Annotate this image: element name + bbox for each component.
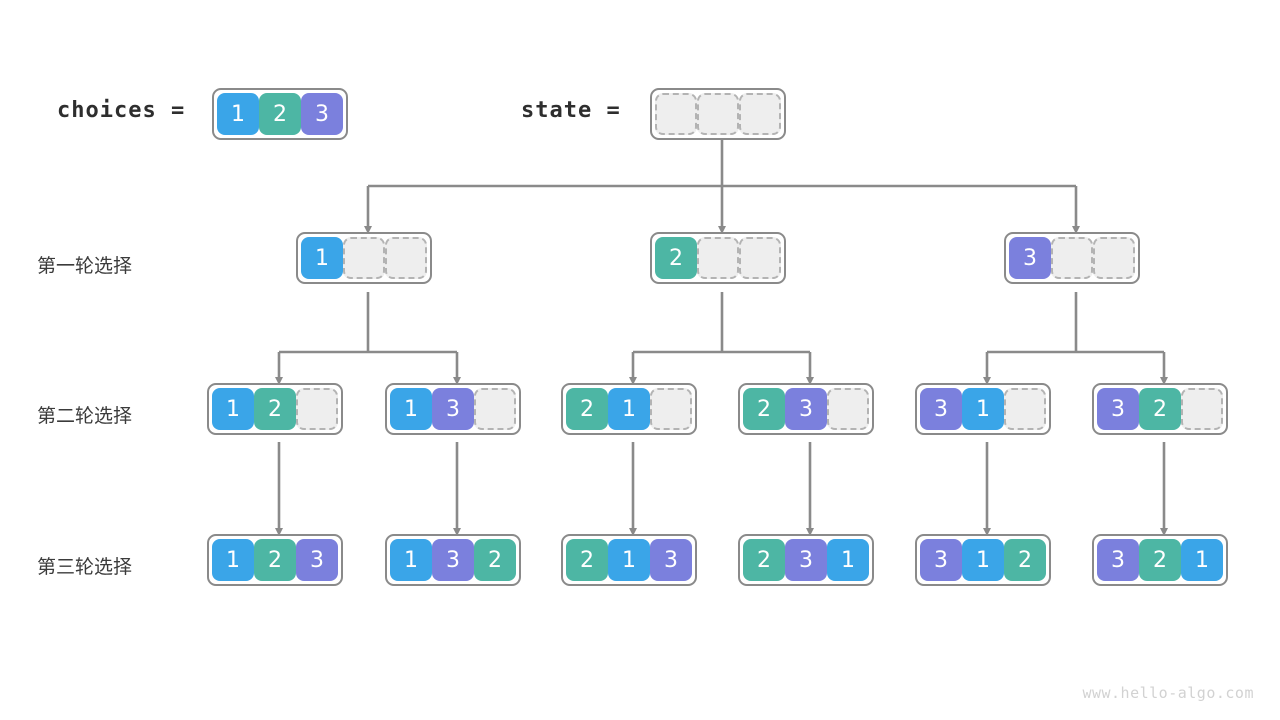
level2-node-1-cell-1: 3 — [432, 388, 474, 430]
level2-node-4: 3 1 — [915, 383, 1051, 435]
level3-node-5-cell-0: 3 — [1097, 539, 1139, 581]
choices-cell-1: 2 — [259, 93, 301, 135]
level1-node-1-cell-0: 2 — [655, 237, 697, 279]
state-label: state = — [521, 98, 621, 123]
level2-node-5: 3 2 — [1092, 383, 1228, 435]
level3-node-1-cell-2: 2 — [474, 539, 516, 581]
level3-node-5-cell-2: 1 — [1181, 539, 1223, 581]
level2-node-0-cell-1: 2 — [254, 388, 296, 430]
level1-node-0: 1 — [296, 232, 432, 284]
level3-node-3: 2 3 1 — [738, 534, 874, 586]
row-label-round-2: 第二轮选择 — [37, 405, 133, 427]
level2-node-1-cell-0: 1 — [390, 388, 432, 430]
level3-node-4-cell-0: 3 — [920, 539, 962, 581]
watermark: www.hello-algo.com — [1082, 684, 1254, 702]
level1-node-2-cell-1 — [1051, 237, 1093, 279]
level1-node-0-cell-1 — [343, 237, 385, 279]
level2-node-4-cell-0: 3 — [920, 388, 962, 430]
level3-node-2-cell-0: 2 — [566, 539, 608, 581]
level2-node-2-cell-2 — [650, 388, 692, 430]
choices-array: 1 2 3 — [212, 88, 348, 140]
level2-node-1-cell-2 — [474, 388, 516, 430]
row-label-round-1: 第一轮选择 — [37, 255, 133, 277]
level2-node-1: 1 3 — [385, 383, 521, 435]
level3-node-2-cell-1: 1 — [608, 539, 650, 581]
level3-node-1-cell-1: 3 — [432, 539, 474, 581]
level2-node-5-cell-2 — [1181, 388, 1223, 430]
level1-node-1-cell-2 — [739, 237, 781, 279]
state-array — [650, 88, 786, 140]
state-cell-0 — [655, 93, 697, 135]
level1-node-2-cell-2 — [1093, 237, 1135, 279]
level1-node-0-cell-0: 1 — [301, 237, 343, 279]
level3-node-4-cell-1: 1 — [962, 539, 1004, 581]
state-cell-2 — [739, 93, 781, 135]
level3-node-3-cell-1: 3 — [785, 539, 827, 581]
level3-node-0-cell-2: 3 — [296, 539, 338, 581]
level2-node-3-cell-2 — [827, 388, 869, 430]
state-cell-1 — [697, 93, 739, 135]
level3-node-2: 2 1 3 — [561, 534, 697, 586]
level3-node-4-cell-2: 2 — [1004, 539, 1046, 581]
row-label-round-3: 第三轮选择 — [37, 556, 133, 578]
level3-node-0-cell-0: 1 — [212, 539, 254, 581]
level1-node-2-cell-0: 3 — [1009, 237, 1051, 279]
level2-node-3-cell-0: 2 — [743, 388, 785, 430]
level2-node-4-cell-2 — [1004, 388, 1046, 430]
level3-node-3-cell-0: 2 — [743, 539, 785, 581]
level1-node-0-cell-2 — [385, 237, 427, 279]
level2-node-0: 1 2 — [207, 383, 343, 435]
level3-node-1: 1 3 2 — [385, 534, 521, 586]
level2-node-2-cell-0: 2 — [566, 388, 608, 430]
choices-cell-2: 3 — [301, 93, 343, 135]
level2-node-0-cell-0: 1 — [212, 388, 254, 430]
choices-cell-0: 1 — [217, 93, 259, 135]
level3-node-5: 3 2 1 — [1092, 534, 1228, 586]
level1-node-1: 2 — [650, 232, 786, 284]
level2-node-3-cell-1: 3 — [785, 388, 827, 430]
level2-node-0-cell-2 — [296, 388, 338, 430]
level3-node-0-cell-1: 2 — [254, 539, 296, 581]
level2-node-5-cell-1: 2 — [1139, 388, 1181, 430]
level1-node-2: 3 — [1004, 232, 1140, 284]
level2-node-2: 2 1 — [561, 383, 697, 435]
level3-node-2-cell-2: 3 — [650, 539, 692, 581]
level3-node-3-cell-2: 1 — [827, 539, 869, 581]
level2-node-4-cell-1: 1 — [962, 388, 1004, 430]
level3-node-5-cell-1: 2 — [1139, 539, 1181, 581]
level2-node-5-cell-0: 3 — [1097, 388, 1139, 430]
level3-node-0: 1 2 3 — [207, 534, 343, 586]
level3-node-4: 3 1 2 — [915, 534, 1051, 586]
level2-node-3: 2 3 — [738, 383, 874, 435]
level1-node-1-cell-1 — [697, 237, 739, 279]
level3-node-1-cell-0: 1 — [390, 539, 432, 581]
level2-node-2-cell-1: 1 — [608, 388, 650, 430]
choices-label: choices = — [57, 98, 186, 123]
